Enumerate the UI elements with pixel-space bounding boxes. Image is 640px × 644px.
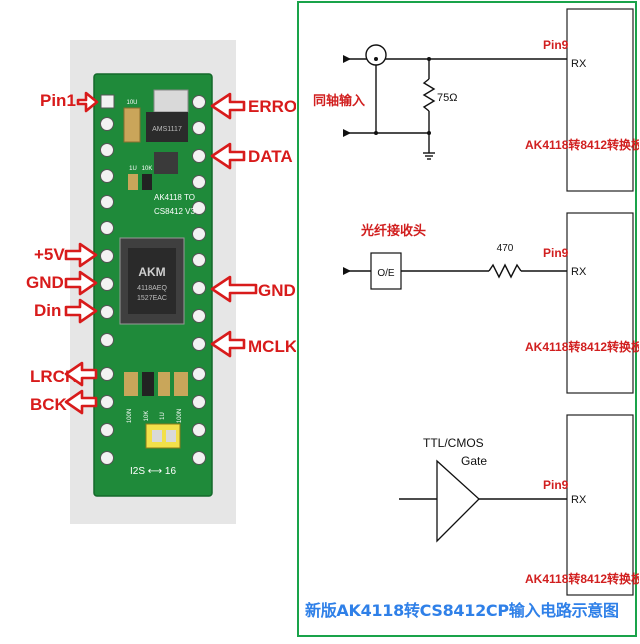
gate-label-line1: TTL/CMOS bbox=[423, 436, 484, 450]
arrow-bck bbox=[64, 389, 98, 415]
rx-box-3 bbox=[566, 414, 634, 596]
label-data: DATA bbox=[248, 147, 293, 166]
res1-label: 1U bbox=[129, 166, 137, 172]
coax-input-label: 同轴输入 bbox=[313, 93, 365, 108]
label-gnd-right: GND bbox=[258, 281, 296, 300]
jumper-block bbox=[145, 423, 181, 449]
cap-b3-label: 1U bbox=[160, 412, 166, 420]
coax-connector-symbol bbox=[365, 44, 387, 66]
pin1-square-pad bbox=[100, 94, 115, 109]
rx-box-2 bbox=[566, 212, 634, 394]
rx-label-2: RX bbox=[571, 266, 587, 278]
pcb-illustration: AMS1117 10U 1U 10K AK4118 TO CS8412 V3 A… bbox=[26, 40, 309, 524]
pin9-label-3: Pin9 bbox=[543, 478, 569, 492]
arrow-gnd-right bbox=[210, 275, 258, 303]
schematic-panel: RX Pin9 75Ω 同轴输入 AK4118转8412转换板 RX Pin9 … bbox=[297, 1, 640, 637]
resistor-75-label: 75Ω bbox=[437, 92, 457, 104]
optical-input-circuit: RX Pin9 光纤接收头 O/E 470 AK4118转8412转换板 bbox=[343, 212, 640, 394]
arrow-gnd-left bbox=[64, 270, 98, 296]
cap-bottom-1 bbox=[124, 372, 138, 396]
label-lrck: LRCK bbox=[30, 367, 78, 386]
arrow-error bbox=[210, 92, 246, 120]
right-pin-header bbox=[192, 95, 206, 465]
label-gnd-left: GND bbox=[26, 273, 64, 292]
pin9-label-1: Pin9 bbox=[543, 38, 569, 52]
capacitor-top bbox=[123, 107, 141, 143]
resistor-10k bbox=[142, 174, 152, 190]
regulator-mark: AMS1117 bbox=[152, 126, 182, 133]
pin9-label-2: Pin9 bbox=[543, 246, 569, 260]
ak4118-chip: AKM 4118AEQ 1527EAC bbox=[119, 237, 185, 325]
rx-label-3: RX bbox=[571, 494, 587, 506]
board-label-2: AK4118转8412转换板 bbox=[525, 339, 639, 354]
gate-label-line2: Gate bbox=[461, 454, 487, 468]
cap-b2-label: 10K bbox=[144, 411, 150, 422]
label-pin1: Pin1 bbox=[40, 91, 76, 110]
arrow-din bbox=[64, 298, 98, 324]
chip-brand: AKM bbox=[138, 265, 165, 279]
coax-input-circuit: RX Pin9 75Ω 同轴输入 AK4118转8412转换板 bbox=[313, 8, 640, 192]
regulator-pins bbox=[153, 89, 189, 113]
silkscreen-title-1: AK4118 TO bbox=[154, 193, 195, 202]
label-5v: +5V bbox=[34, 245, 65, 264]
resistor-75-symbol bbox=[422, 78, 436, 112]
resistor-470-symbol bbox=[488, 263, 522, 279]
rx-label-1: RX bbox=[571, 58, 587, 70]
chip-code-1: 4118AEQ bbox=[137, 285, 167, 292]
board-label-1: AK4118转8412转换板 bbox=[525, 137, 639, 152]
jumper-label: I2S ⟷ 16 bbox=[130, 466, 176, 477]
pcb-photo-panel: AMS1117 10U 1U 10K AK4118 TO CS8412 V3 A… bbox=[0, 0, 309, 640]
cap-top-label: 10U bbox=[126, 100, 137, 106]
res2-label: 10K bbox=[142, 166, 153, 172]
arrow-5v bbox=[64, 242, 98, 268]
label-mclk: MCLK bbox=[248, 337, 296, 356]
cap-bottom-4 bbox=[174, 372, 188, 396]
ttl-input-circuit: RX Pin9 TTL/CMOS Gate AK4118转8412转换板 bbox=[399, 414, 640, 596]
optical-receiver-label: 光纤接收头 bbox=[360, 223, 426, 238]
arrow-pin1 bbox=[76, 91, 99, 113]
diode bbox=[154, 152, 178, 174]
buffer-gate-symbol bbox=[436, 459, 480, 543]
oe-label: O/E bbox=[377, 268, 395, 279]
diagram-caption: 新版AK4118转CS8412CP输入电路示意图 bbox=[305, 601, 619, 620]
arrow-data bbox=[210, 142, 246, 170]
left-pin-header bbox=[100, 94, 115, 465]
silkscreen-title-2: CS8412 V3 bbox=[154, 207, 195, 216]
chip-code-2: 1527EAC bbox=[137, 295, 167, 302]
arrow-mclk bbox=[210, 330, 246, 358]
label-error: ERROR bbox=[248, 97, 296, 116]
cap-bottom-2 bbox=[142, 372, 154, 396]
board-label-3: AK4118转8412转换板 bbox=[525, 571, 639, 586]
voltage-regulator bbox=[146, 112, 188, 142]
cap-b1-label: 100N bbox=[127, 409, 133, 423]
resistor-470-label: 470 bbox=[497, 243, 514, 254]
resistor-1u bbox=[128, 174, 138, 190]
arrow-lrck bbox=[64, 361, 98, 387]
cap-bottom-3 bbox=[158, 372, 170, 396]
cap-b4-label: 100N bbox=[177, 409, 183, 423]
rx-box-1 bbox=[566, 8, 634, 192]
label-bck: BCK bbox=[30, 395, 68, 414]
label-din: Din bbox=[34, 301, 61, 320]
schematic-diagram: RX Pin9 75Ω 同轴输入 AK4118转8412转换板 RX Pin9 … bbox=[313, 8, 640, 596]
